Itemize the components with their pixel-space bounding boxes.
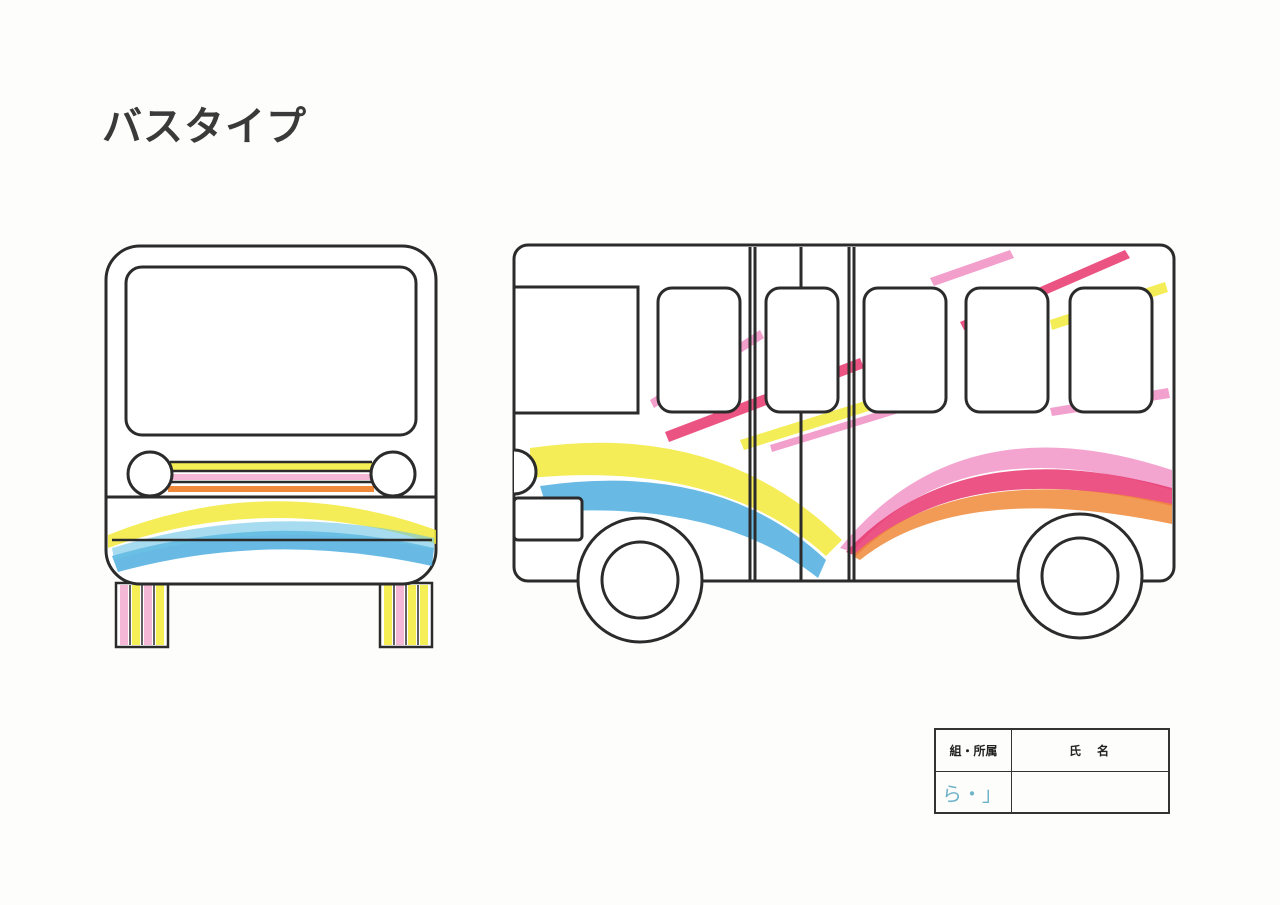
side-window	[964, 286, 1050, 414]
door-window	[764, 286, 840, 414]
driver-window	[512, 285, 640, 415]
side-window	[862, 286, 948, 414]
side-front-wheel	[576, 516, 704, 644]
page-title: バスタイプ	[102, 104, 307, 150]
name-table: 組・所属 氏 名 ら・」	[934, 728, 1170, 814]
bus-side-view	[512, 243, 1176, 644]
name-header: 氏 名	[1012, 730, 1168, 772]
front-windshield	[124, 265, 418, 437]
left-headlight	[126, 450, 174, 498]
front-grille	[168, 460, 374, 492]
front-left-wheel	[114, 581, 170, 649]
side-rear-wheel	[1016, 512, 1144, 640]
right-headlight	[369, 450, 417, 498]
side-window	[1068, 286, 1154, 414]
front-right-wheel	[378, 581, 434, 649]
bus-front-view	[104, 244, 438, 649]
side-window	[656, 286, 742, 414]
group-field[interactable]: ら・」	[936, 772, 1012, 812]
name-field[interactable]	[1012, 772, 1168, 812]
side-bumper	[512, 496, 584, 542]
side-headlight	[513, 448, 538, 496]
group-header: 組・所属	[936, 730, 1012, 772]
